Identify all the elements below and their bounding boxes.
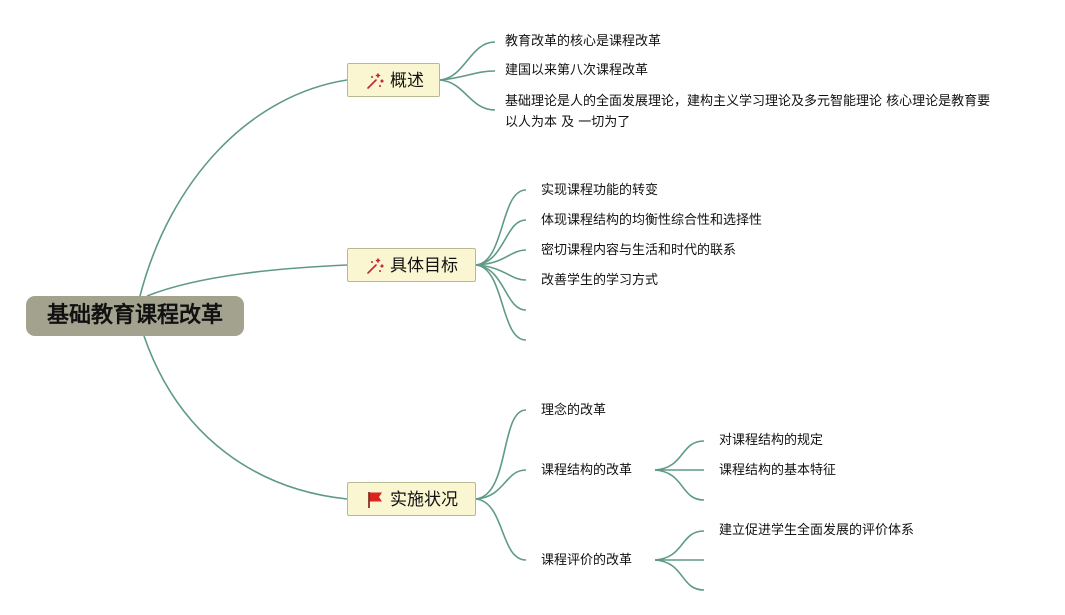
sparkle-icon	[367, 258, 384, 274]
subtopic-item[interactable]: 课程结构的基本特征	[719, 463, 837, 478]
topic-label: 具体目标	[390, 256, 458, 276]
topic-overview[interactable]: 概述	[347, 63, 440, 97]
subtopic-item[interactable]: 课程结构的改革	[541, 463, 633, 478]
root-topic[interactable]: 基础教育课程改革	[26, 296, 244, 336]
sparkle-icon	[367, 73, 384, 89]
topic-label: 概述	[390, 71, 424, 91]
subtopic-item[interactable]: 建立促进学生全面发展的评价体系	[719, 523, 915, 538]
subtopic-item[interactable]: 对课程结构的规定	[719, 433, 824, 448]
subtopic-item[interactable]: 建国以来第八次课程改革	[505, 63, 649, 78]
topic-label: 实施状况	[390, 490, 458, 510]
subtopic-item[interactable]: 课程评价的改革	[541, 553, 633, 568]
subtopic-item[interactable]: 基础理论是人的全面发展理论，建构主义学习理论及多元智能理论 核心理论是教育要 以…	[505, 94, 991, 130]
subtopic-item[interactable]: 教育改革的核心是课程改革	[505, 34, 662, 49]
subtopic-item[interactable]: 改善学生的学习方式	[541, 273, 659, 288]
subtopic-item[interactable]: 理念的改革	[541, 403, 607, 418]
subtopic-item[interactable]: 密切课程内容与生活和时代的联系	[541, 243, 737, 258]
topic-specific-goals[interactable]: 具体目标	[347, 248, 476, 282]
subtopic-item[interactable]: 实现课程功能的转变	[541, 183, 659, 198]
subtopic-item[interactable]: 体现课程结构的均衡性综合性和选择性	[541, 213, 763, 228]
red-flag-icon	[368, 492, 382, 508]
topic-implementation[interactable]: 实施状况	[347, 482, 476, 516]
